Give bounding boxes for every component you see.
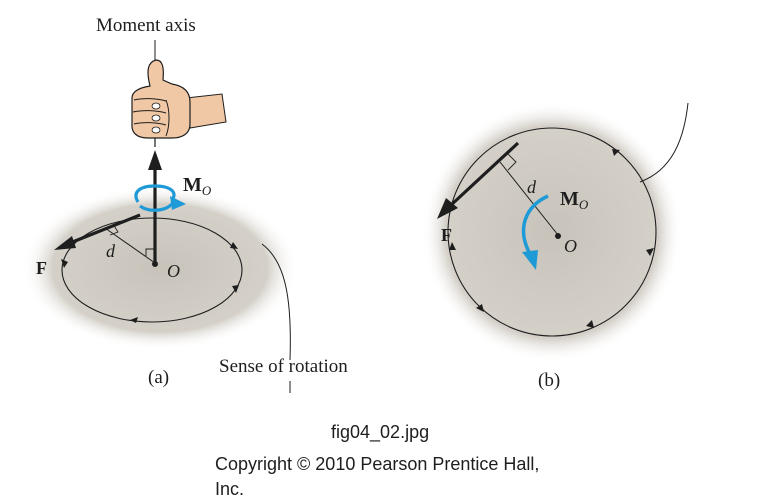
origin-point-a xyxy=(152,261,158,267)
copyright-line-2: Inc. xyxy=(215,479,244,499)
distance-label-a: d xyxy=(106,241,116,261)
copyright-line-1: Copyright © 2010 Pearson Prentice Hall, xyxy=(215,454,539,474)
distance-label-b: d xyxy=(527,177,537,197)
caption-a: (a) xyxy=(148,367,169,388)
origin-point-b xyxy=(555,233,561,239)
origin-label-b: O xyxy=(564,236,577,256)
caption-b: (b) xyxy=(538,370,560,391)
shaded-plane-b xyxy=(422,102,682,362)
thumbs-up-hand-icon xyxy=(132,60,226,138)
figure-a: Moment axis MO F d O Sense of rotation (… xyxy=(22,15,348,393)
moment-axis-label: Moment axis xyxy=(96,15,196,36)
moment-label-a: MO xyxy=(183,174,212,198)
force-label-b: F xyxy=(441,225,452,245)
file-caption: fig04_02.jpg xyxy=(331,422,429,443)
sense-of-rotation-label: Sense of rotation xyxy=(219,356,348,377)
figure-b: d MO F O (b) xyxy=(422,102,688,391)
moment-vector-arrowhead-a xyxy=(148,150,162,170)
origin-label-a: O xyxy=(167,261,180,281)
force-label-a: F xyxy=(36,258,47,278)
